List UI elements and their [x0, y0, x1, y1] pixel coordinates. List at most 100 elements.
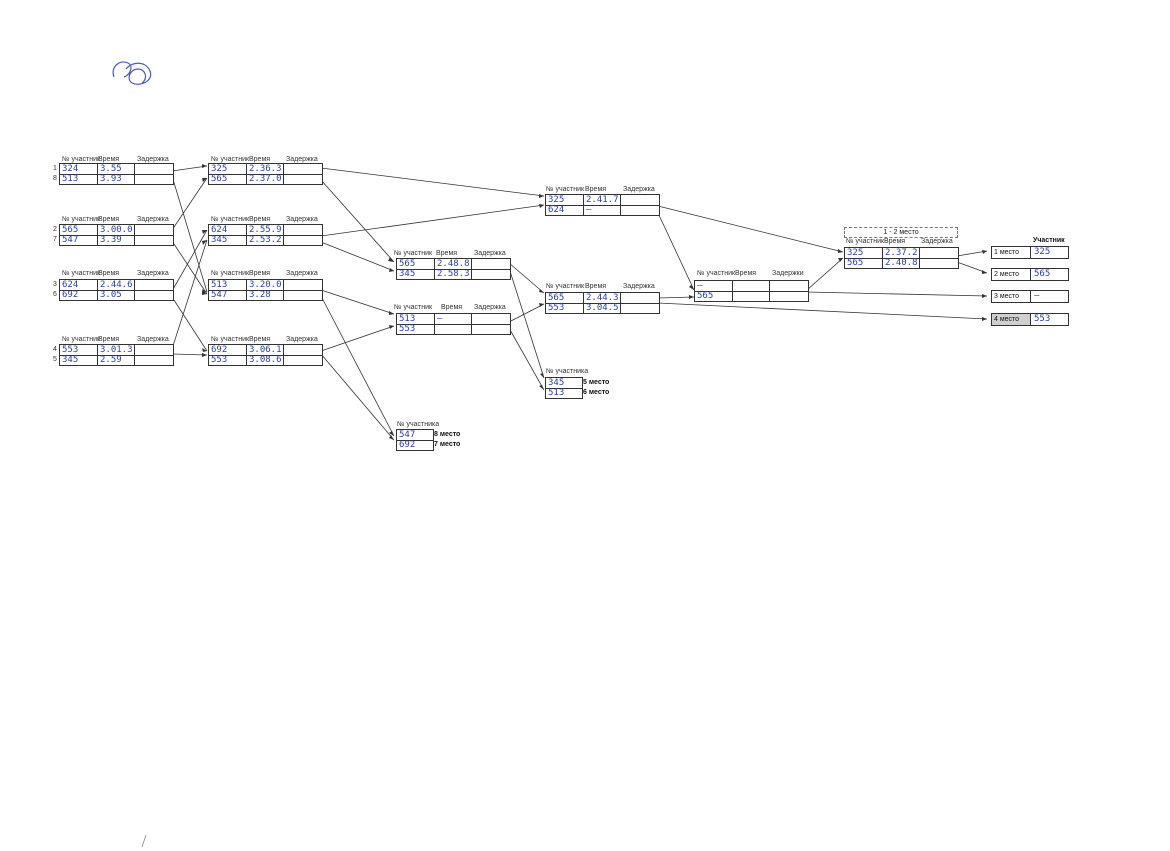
result-row: 4 место 553: [991, 313, 1069, 326]
time-value: 3.39: [98, 235, 135, 245]
column-header-participant: № участника: [546, 368, 589, 375]
results-header: Участник: [1033, 237, 1065, 244]
participant-number: 692: [60, 290, 98, 300]
column-header-delay: Задержка: [623, 186, 655, 193]
column-header-number: № участник: [211, 156, 250, 163]
delay-value: [770, 291, 808, 301]
column-header-number: № участник: [394, 304, 433, 311]
time-value: 2.37.2: [883, 248, 920, 258]
column-header-time: Время: [585, 186, 607, 193]
participant-number: 513: [548, 388, 565, 398]
delay-value: [284, 345, 322, 355]
time-value: 2.53.2: [247, 235, 284, 245]
column-header-time: Время: [735, 270, 757, 277]
time-value: 3.04.5: [584, 303, 621, 313]
participant-number: 345: [548, 378, 565, 388]
time-value: 3.55: [98, 164, 135, 174]
delay-value: [472, 269, 510, 279]
column-header-time: Время: [884, 238, 906, 245]
participant-number: —: [695, 281, 733, 291]
participant-number: 547: [399, 430, 416, 440]
delay-value: [920, 258, 958, 268]
column-header-number: № участник: [62, 336, 101, 343]
column-header-delay: Задержка: [623, 283, 655, 290]
place-label-5: 5 место: [583, 379, 610, 386]
result-row: 2 место 565: [991, 268, 1069, 281]
participant-number: 345: [209, 235, 247, 245]
seed-number: 6: [53, 291, 57, 298]
participant-number: 513: [209, 280, 247, 290]
result-place-label: 3 место: [992, 291, 1031, 302]
column-header-number: № участник: [394, 250, 433, 257]
delay-value: [621, 303, 659, 313]
time-value: 3.01.3: [98, 345, 135, 355]
match-table: — 565: [694, 280, 809, 302]
column-header-time: Время: [98, 156, 120, 163]
time-value: [733, 291, 770, 301]
column-header-number: № участник: [62, 216, 101, 223]
place-table: 547 692: [396, 429, 434, 451]
column-header-number: № участник: [211, 270, 250, 277]
column-header-time: Время: [98, 216, 120, 223]
time-value: 3.08.6: [247, 355, 284, 365]
result-participant: 565: [1034, 269, 1051, 279]
seed-number: 2: [53, 226, 57, 233]
time-value: 3.05: [98, 290, 135, 300]
participant-number: 324: [60, 164, 98, 174]
column-header-delay: Задержка: [137, 156, 169, 163]
participant-number: 565: [209, 174, 247, 184]
participant-number: 565: [695, 291, 733, 301]
participant-number: 513: [397, 314, 435, 324]
column-header-delay: Задержка: [286, 156, 318, 163]
time-value: 2.40.8: [883, 258, 920, 268]
time-value: 2.41.7: [584, 195, 621, 205]
delay-value: [135, 280, 173, 290]
participant-number: 553: [209, 355, 247, 365]
participant-number: 547: [209, 290, 247, 300]
delay-value: [135, 290, 173, 300]
time-value: 2.44.6: [98, 280, 135, 290]
result-participant: 553: [1034, 314, 1051, 324]
seed-number: 1: [53, 165, 57, 172]
column-header-number: № участник: [546, 283, 585, 290]
result-place-label: 4 место: [992, 314, 1031, 325]
participant-number: 553: [546, 303, 584, 313]
final-title: 1 - 2 место: [844, 227, 958, 238]
delay-value: [135, 235, 173, 245]
result-row: 1 место 325: [991, 246, 1069, 259]
delay-value: [284, 225, 322, 235]
column-header-delay: Задержка: [137, 216, 169, 223]
time-value: 3.28: [247, 290, 284, 300]
place-label-8: 8 место: [434, 431, 461, 438]
time-value: [733, 281, 770, 291]
participant-number: 325: [845, 248, 883, 258]
column-header-time: Время: [98, 336, 120, 343]
time-value: 2.58.3: [435, 269, 472, 279]
delay-value: [621, 293, 659, 303]
delay-value: [135, 345, 173, 355]
participant-number: 553: [397, 324, 435, 334]
column-header-delay: Задержка: [286, 336, 318, 343]
participant-number: 325: [209, 164, 247, 174]
delay-value: [621, 205, 659, 215]
column-header-time: Время: [98, 270, 120, 277]
column-header-delay: Задержка: [137, 336, 169, 343]
match-table: 513— 553: [396, 313, 511, 335]
time-value: 2.44.3: [584, 293, 621, 303]
time-value: 3.06.1: [247, 345, 284, 355]
handwritten-mark-icon: [112, 61, 152, 85]
column-header-delay: Задержка: [137, 270, 169, 277]
column-header-time: Время: [249, 216, 271, 223]
delay-value: [135, 174, 173, 184]
result-place-label: 2 место: [992, 269, 1031, 280]
delay-value: [920, 248, 958, 258]
column-header-delay: Задержка: [286, 216, 318, 223]
column-header-number: № участник: [62, 270, 101, 277]
seed-number: 4: [53, 346, 57, 353]
